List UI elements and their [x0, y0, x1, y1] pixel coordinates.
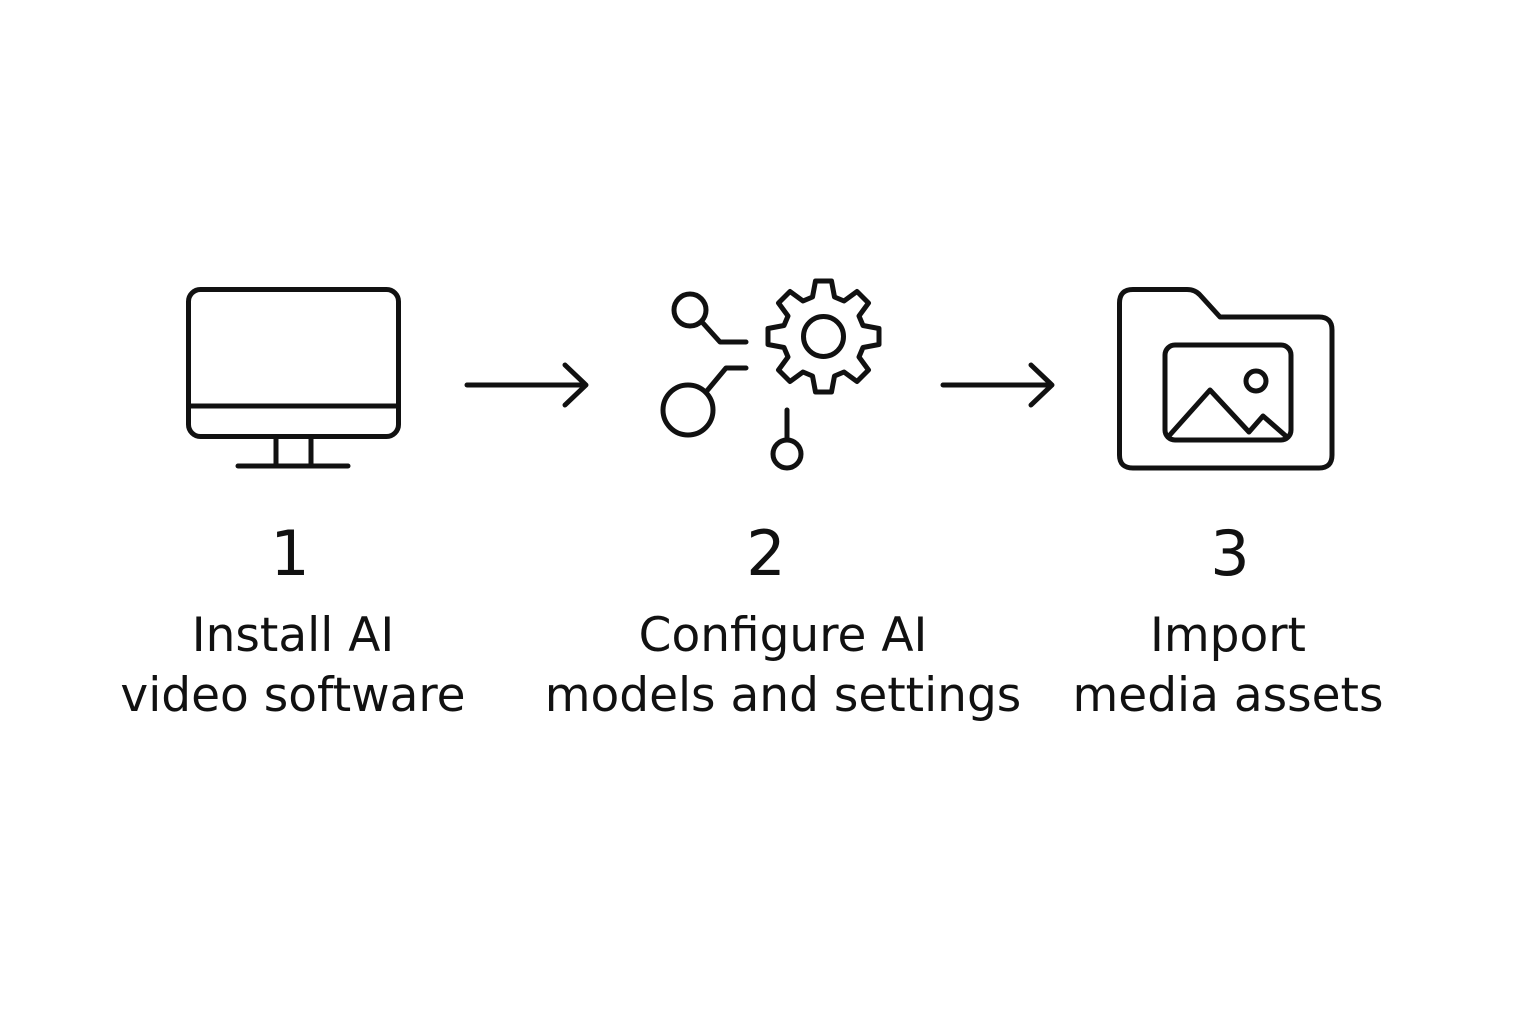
step-label-1: Install AI video software	[33, 606, 553, 726]
step-label-line: video software	[120, 668, 466, 723]
arrow-right-icon	[940, 362, 1057, 408]
step-label-line: Import	[1150, 608, 1306, 663]
step-label-line: models and settings	[544, 668, 1022, 723]
step-label-line: Install AI	[191, 608, 395, 663]
step-label-3: Import media assets	[968, 606, 1488, 726]
monitor-icon	[186, 287, 402, 471]
step-label-2: Configure AI models and settings	[523, 606, 1043, 726]
step-number-3: 3	[1210, 517, 1250, 590]
step-number-2: 2	[746, 517, 786, 590]
step-label-line: Configure AI	[638, 608, 928, 663]
gear-network-icon	[658, 276, 894, 472]
step-label-line: media assets	[1072, 668, 1384, 723]
folder-image-icon	[1117, 287, 1337, 473]
arrow-right-icon	[464, 362, 591, 408]
step-number-1: 1	[270, 517, 310, 590]
